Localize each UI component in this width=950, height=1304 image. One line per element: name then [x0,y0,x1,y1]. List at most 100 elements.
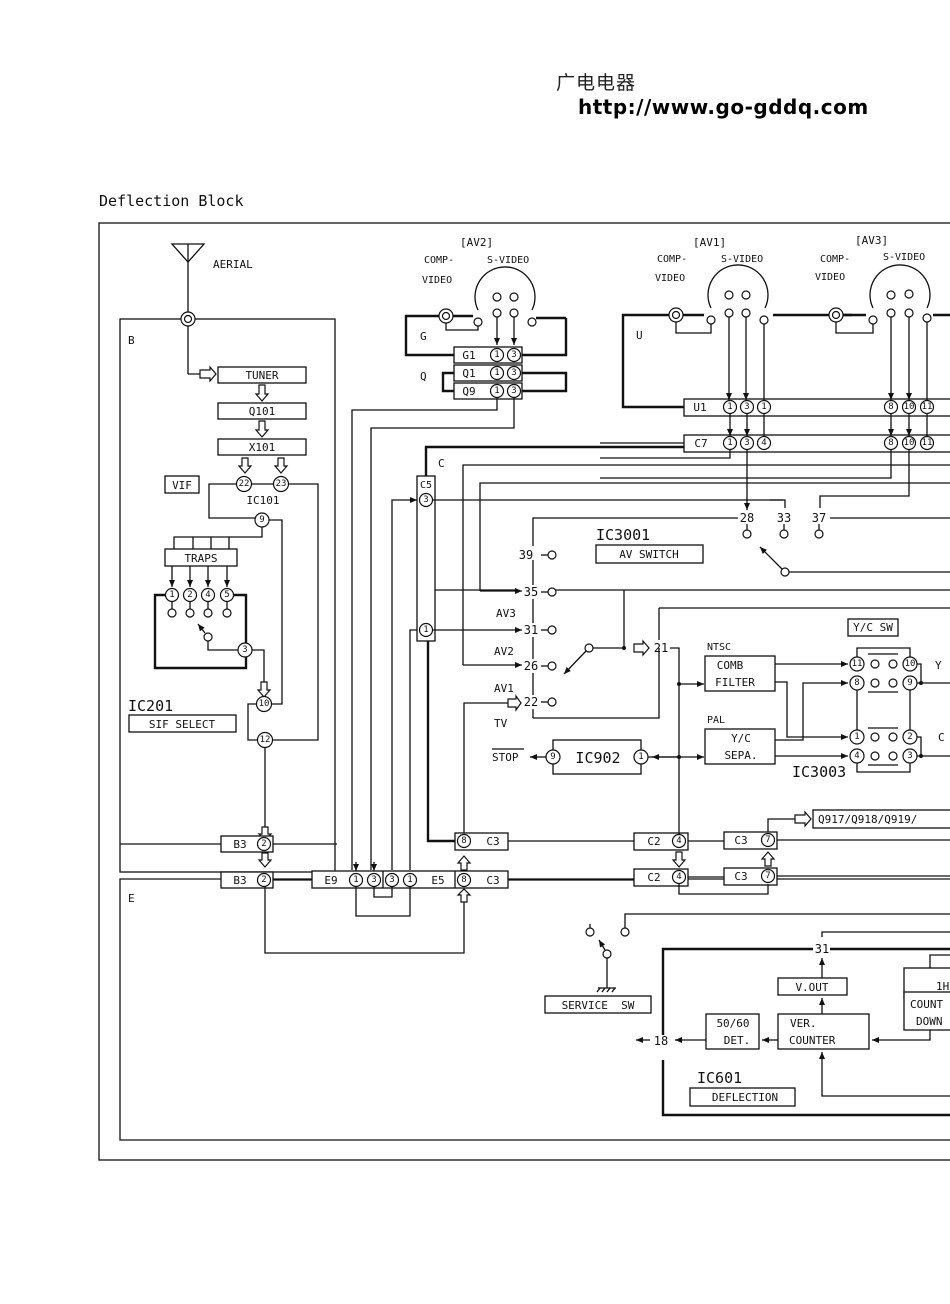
board-c-label: C [438,457,445,470]
ic3003-pin2: 2 [907,732,912,742]
ver-label-1: VER. [790,1017,817,1030]
ic3003-pin8: 8 [854,678,859,688]
c3-right-bottom-pin: 7 [765,871,770,881]
e9-pin-1: 1 [353,875,358,885]
b3-bottom-label: B3 [233,874,246,887]
watermark-chinese: 广电电器 [556,72,637,94]
board-u-label: U [636,329,643,342]
vout-label: V.OUT [795,981,828,994]
service-sw-label: SERVICE SW [562,999,635,1012]
c2-top-label: C2 [647,835,660,848]
c7-pin: 8 [888,438,893,448]
ic3001-function-box [595,544,704,564]
trap-pin-5: 5 [224,590,229,600]
ic101-pin9: 9 [259,515,264,525]
sepa-label-1: Y/C [731,732,751,745]
det-label-1: 50/60 [716,1017,749,1030]
pin33-text: 33 [777,511,791,525]
input-av3: AV3 [496,607,516,620]
traps-label: TRAPS [184,552,217,565]
av2-svideo-label: S-VIDEO [487,255,529,266]
q101-box [217,402,307,420]
c3-left-bottom-pin: 8 [461,875,466,885]
ic3001-pin39: 39 [519,548,533,562]
c2-bottom-pin: 4 [676,872,681,882]
ic3003-pin10: 10 [905,659,916,669]
traps-box [164,548,238,567]
av1-comp-jack-icon [668,307,684,323]
u1-pin: 10 [904,402,915,412]
count-down-box-main [903,991,950,1031]
q9-label: Q9 [462,385,475,398]
e9-pin-3: 3 [371,875,376,885]
trap-common-pin: 3 [242,645,247,655]
ic201-pin10: 10 [259,699,270,709]
ic101-label: IC101 [246,494,279,507]
board-g-label: G [420,330,427,343]
input-av2: AV2 [494,645,514,658]
board-q-label: Q [420,370,427,383]
aerial-label: AERIAL [213,258,253,271]
det-label-2: DET. [724,1034,751,1047]
input-tv: TV [494,717,508,730]
trap-pin-4: 4 [205,590,210,600]
ic201-function: SIF SELECT [149,718,216,731]
e5-label: E5 [431,874,444,887]
ic601-pin31: 31 [815,942,829,956]
av1-label: [AV1] [693,236,726,249]
comb-filter-box [704,655,776,692]
ver-counter-box [777,1013,870,1050]
vout-box [777,977,848,996]
u1-pin: 1 [727,402,732,412]
ic902-name: IC902 [575,749,620,767]
yc-switch-pins: 11 10 8 9 1 2 4 3 [849,647,918,773]
c5-label: C5 [420,480,432,491]
ver-label-2: COUNTER [789,1034,836,1047]
q9-pin-3: 3 [511,386,516,396]
ic3003-name: IC3003 [792,763,846,781]
u1-pin: 11 [922,402,933,412]
ic201-name: IC201 [128,697,173,715]
yc-sepa-box [704,728,776,765]
ic3001-pin35: 35 [524,585,538,599]
ic201-pin12: 12 [260,735,271,745]
trap-pin-1: 1 [169,590,174,600]
b3-bottom-pin: 2 [261,875,266,885]
ic601-pin18: 18 [654,1034,668,1048]
ic902-pin1: 1 [638,752,643,762]
ic3001-pin26: 26 [524,659,538,673]
ic3001-pin22: 22 [524,695,538,709]
pin37-text: 37 [812,511,826,525]
av2-label: [AV2] [460,236,493,249]
sif-switch: 1 2 4 5 3 [164,587,253,658]
av3-svideo-jack-icon [868,264,932,325]
ic3003-pin1: 1 [854,732,859,742]
connector-c5 [416,475,436,642]
c2-bottom-label: C2 [647,871,660,884]
av3-comp-jack-icon [828,307,844,323]
ic601-function-box [689,1087,796,1107]
x101-label: X101 [249,441,276,454]
q1-label: Q1 [462,367,475,380]
tuner-label: TUNER [245,369,278,382]
av3-label: [AV3] [855,234,888,247]
q917-box [812,809,950,829]
c3-left-top-pin: 8 [461,836,466,846]
ic3001-pin21: 21 [654,641,668,655]
av1-svideo-jack-icon [706,264,769,325]
ground-icon [596,987,616,993]
ic902-pin9: 9 [550,752,555,762]
ic101-pin23: 23 [276,479,287,489]
u1-pins: 1 3 1 8 10 11 [722,399,935,415]
c5-pin-3: 3 [423,495,428,505]
e9-label: E9 [324,874,337,887]
c5-pin-1: 1 [423,625,428,635]
av2-comp-label: COMP- [424,255,454,266]
aerial-jack-icon [180,311,196,327]
yc-sw-box [847,618,899,637]
q1-pin-3: 3 [511,368,516,378]
h1-label: 1H [936,980,949,993]
count-label-2: DOWN [916,1015,943,1028]
ic3001-pin31: 31 [524,623,538,637]
output-c: C [938,731,945,744]
